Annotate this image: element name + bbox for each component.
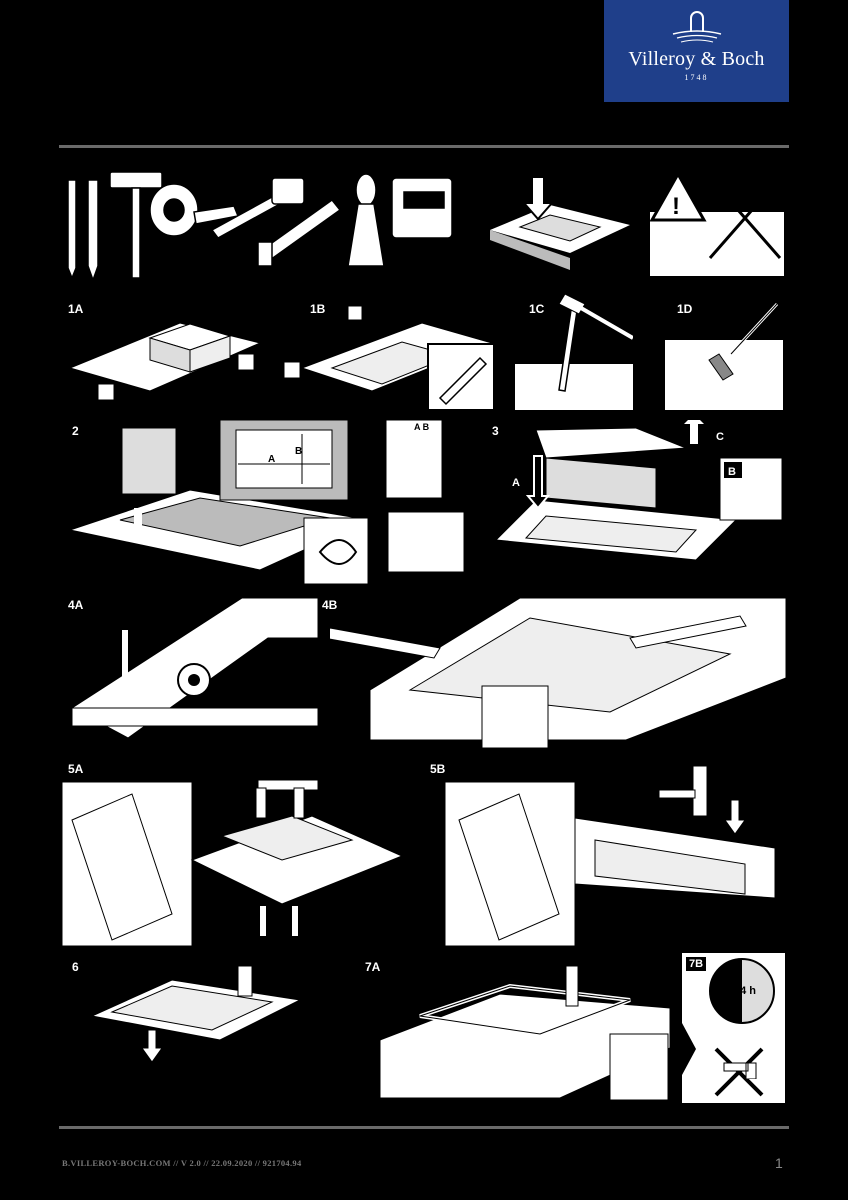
step-7b-panel: 7B 24 h bbox=[682, 953, 785, 1103]
step-label-7b: 7B bbox=[686, 957, 707, 971]
sink-press-illustration bbox=[490, 176, 630, 270]
sheet-ab-label: A B bbox=[414, 422, 430, 432]
step-label-5a: 5A bbox=[68, 762, 84, 776]
step-label-3: 3 bbox=[492, 424, 499, 438]
step-label-4a: 4A bbox=[68, 598, 84, 612]
warning-illustration: ! bbox=[650, 172, 784, 276]
brand-year: 1748 bbox=[684, 73, 709, 82]
step-5b-illustration bbox=[445, 765, 776, 947]
step-1d-illustration bbox=[665, 302, 783, 410]
step-4b-illustration bbox=[330, 598, 786, 748]
step-7a-illustration bbox=[380, 965, 670, 1101]
step-1c-illustration bbox=[515, 293, 633, 410]
step-label-7a: 7A bbox=[365, 960, 381, 974]
arrow-c-label: C bbox=[716, 431, 724, 443]
step-label-1a: 1A bbox=[68, 302, 84, 316]
step-6-illustration bbox=[92, 966, 300, 1062]
fountain-icon bbox=[672, 11, 721, 43]
step-label-2: 2 bbox=[72, 424, 79, 438]
footer-divider bbox=[59, 1126, 789, 1129]
cure-time-label: 24 h bbox=[734, 985, 757, 997]
tools-illustration bbox=[67, 171, 453, 280]
step-2-illustration: A B A B bbox=[70, 420, 465, 585]
step-label-1c: 1C bbox=[529, 302, 545, 316]
step-3-illustration: A C B bbox=[496, 420, 783, 561]
step-label-1b: 1B bbox=[310, 302, 326, 316]
dimension-a-label: A bbox=[268, 454, 275, 465]
step-label-5b: 5B bbox=[430, 762, 446, 776]
step-label-6: 6 bbox=[72, 960, 79, 974]
no-water-icon bbox=[722, 1055, 762, 1080]
step-label-1d: 1D bbox=[677, 302, 693, 316]
step-1a-illustration bbox=[70, 322, 262, 401]
footer-info: B.VILLEROY-BOCH.COM // V 2.0 // 22.09.20… bbox=[62, 1158, 302, 1168]
svg-text:!: ! bbox=[672, 193, 680, 220]
header-divider bbox=[59, 145, 789, 148]
arrow-a-label: A bbox=[512, 477, 520, 489]
brand-logo: Villeroy & Boch 1748 bbox=[604, 0, 789, 102]
dimension-b-label: B bbox=[295, 446, 302, 457]
step-1b-illustration bbox=[283, 305, 494, 410]
step-label-4b: 4B bbox=[322, 598, 338, 612]
step-5a-illustration bbox=[62, 779, 402, 947]
step-4a-illustration bbox=[72, 598, 318, 738]
page-number: 1 bbox=[775, 1155, 783, 1171]
brand-name: Villeroy & Boch bbox=[628, 48, 765, 70]
box-b-label: B bbox=[728, 466, 736, 478]
